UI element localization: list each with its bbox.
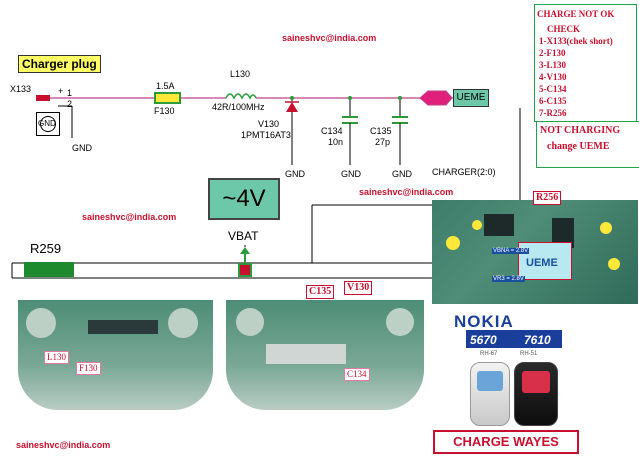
c134-photo-label: C134 [344,368,370,381]
phone-7610 [514,362,558,426]
check-item: 7-R256 [539,108,567,118]
board-photo-middle [226,300,424,410]
inductor-ref: L130 [230,69,251,79]
vbna-label: VBNA = 2.8V [492,248,530,254]
c135-photo-label: C135 [306,285,335,299]
check-item: 2-F130 [539,48,566,58]
x133-label: X133 [10,84,32,94]
email-top: saineshvc@india.com [282,33,377,43]
charge-not-ok-box: CHARGE NOT OK CHECK 1-X133(chek short) 2… [534,4,637,122]
vr3-label: VR3 = 2.8V [492,276,525,282]
model-5670: 5670 [470,333,497,347]
c134-ref: C134 [321,126,343,136]
check-item: 6-C135 [539,96,567,106]
ueme-chip-label: UEME [526,257,558,269]
fuse-ref: F130 [154,106,175,116]
check-item: 3-L130 [539,60,566,70]
email-mid: saineshvc@india.com [359,187,454,197]
c134-value: 10n [328,137,344,147]
voltage-box: ~4V [208,178,280,220]
r256-label: R256 [533,191,562,205]
gnd-below-label: GND [72,143,92,153]
check-item: 4-V130 [539,72,567,82]
resistor-r259 [24,262,74,277]
f130-label: F130 [76,362,101,375]
inductor-l130 [225,93,257,100]
c135-ref: C135 [370,126,392,136]
nokia-logo: NOKIA [454,312,514,331]
charger-plug-label: Charger plug [18,55,101,73]
board-photo-left [18,300,213,410]
fuse-rating: 1.5A [156,81,175,91]
board-photo-main: UEME VBNA = 2.8V VR3 = 2.8V [432,200,638,304]
gnd-diode: GND [285,169,305,179]
vbat-node [238,263,252,277]
pin1: 1 [67,88,73,98]
gnd-connector [36,112,60,136]
check-subtitle: CHECK [547,24,581,34]
charge-ways-label: CHARGE WAYES [433,430,579,454]
battery-b: RH-51 [520,351,538,357]
not-charging-box: NOT CHARGING change UEME [536,121,639,168]
diode-part: 1PMT16AT3 [241,130,291,140]
fuse-f130 [154,92,181,104]
ueme-block: UEME [453,89,489,107]
email-bottom: saineshvc@india.com [16,440,111,450]
check-item: 1-X133(chek short) [539,36,613,46]
model-7610: 7610 [524,333,551,347]
diode-v130 [286,102,298,112]
pin-plus: + [58,86,64,96]
check-item: 5-C134 [539,84,567,94]
vbat-label: VBAT [228,229,259,243]
gnd-ring [40,116,56,132]
l130-label: L130 [44,351,69,364]
battery-a: RH-67 [480,351,498,357]
diode-ref: V130 [258,119,280,129]
c135-value: 27p [375,137,391,147]
not-charging-action: change UEME [547,141,610,152]
ueme-chip [518,242,572,280]
r259-label: R259 [30,241,62,256]
charger-net-label: CHARGER(2:0) [432,167,496,177]
gnd-left-label: GND [38,119,56,128]
v130-photo-label: V130 [344,281,373,295]
gnd-c135: GND [392,169,412,179]
phone-5670 [470,362,510,426]
inductor-value: 42R/100MHz [212,102,265,112]
email-left: saineshvc@india.com [82,212,177,222]
check-title: CHARGE NOT OK [537,9,615,19]
not-charging-title: NOT CHARGING [540,125,621,136]
gnd-c134: GND [341,169,361,179]
pin2: 2 [67,99,73,109]
x133-connector [36,95,50,101]
